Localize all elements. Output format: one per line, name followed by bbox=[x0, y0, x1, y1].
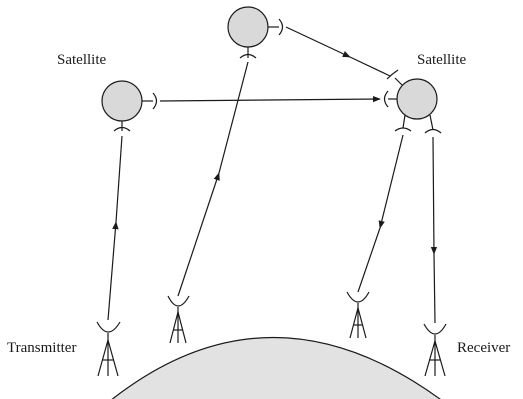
downlink-receiver bbox=[430, 136, 438, 255]
satellite-left-label: Satellite bbox=[57, 52, 107, 68]
satellite-right-antenna-down-left bbox=[394, 127, 412, 132]
receiver-station bbox=[423, 323, 447, 377]
transmitter-station bbox=[96, 321, 121, 377]
link-top-to-right bbox=[285, 26, 351, 58]
satellite-right-antenna-left bbox=[383, 90, 389, 108]
earth-surface bbox=[111, 337, 441, 399]
satellite-right-antenna-down-right bbox=[424, 128, 442, 134]
link-left-to-right bbox=[159, 95, 381, 103]
satellite-left bbox=[101, 80, 143, 122]
satellite-left-antenna-right bbox=[152, 92, 158, 110]
uplink-station-2 bbox=[177, 172, 220, 297]
satellite-top-antenna-down bbox=[239, 53, 257, 59]
satellite-top bbox=[227, 6, 269, 48]
satellite-right-antenna-upleft bbox=[386, 69, 399, 80]
downlink-station-3 bbox=[378, 134, 404, 229]
transmitter-label: Transmitter bbox=[7, 340, 77, 356]
satellite-left-antenna-down bbox=[113, 126, 131, 132]
satellite-right bbox=[396, 78, 438, 120]
satellite-top-antenna-right bbox=[278, 18, 284, 36]
uplink-transmitter bbox=[107, 221, 119, 321]
ground-station-2 bbox=[167, 295, 190, 344]
receiver-label: Receiver bbox=[457, 340, 511, 356]
ground-station-3 bbox=[346, 291, 370, 339]
satellite-right-label: Satellite bbox=[417, 52, 467, 68]
